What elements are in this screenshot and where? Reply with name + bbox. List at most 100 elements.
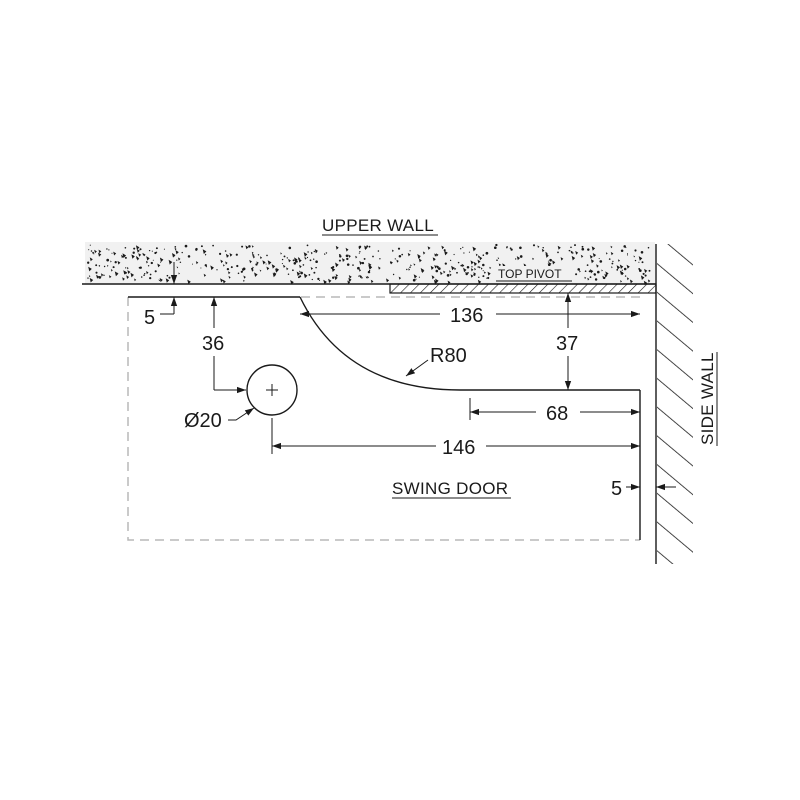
concrete-speck — [150, 261, 153, 265]
concrete-speck — [159, 257, 164, 263]
concrete-speck — [432, 257, 436, 262]
concrete-speck — [605, 252, 608, 255]
pivot-hole-circle — [246, 364, 298, 416]
concrete-speck — [413, 274, 418, 279]
concrete-speck — [235, 253, 238, 256]
concrete-speck — [87, 261, 90, 264]
concrete-speck — [560, 257, 564, 261]
dim-gap-side-label: 5 — [611, 478, 622, 500]
concrete-speck — [547, 260, 549, 262]
concrete-speck — [647, 279, 651, 283]
concrete-speck — [358, 245, 362, 248]
concrete-speck — [249, 259, 252, 264]
concrete-speck — [88, 249, 90, 251]
concrete-speck — [134, 278, 137, 282]
concrete-speck — [130, 272, 134, 278]
concrete-speck — [519, 246, 522, 250]
concrete-speck — [132, 251, 135, 254]
concrete-speck — [482, 270, 484, 272]
concrete-speck — [295, 260, 298, 263]
concrete-speck — [94, 249, 97, 254]
dim-hole-diameter-label: Ø20 — [184, 410, 222, 432]
concrete-speck — [594, 278, 598, 281]
concrete-speck — [471, 265, 473, 268]
concrete-speck — [342, 258, 345, 262]
concrete-speck — [444, 262, 447, 265]
concrete-speck — [230, 266, 233, 269]
concrete-speck — [364, 247, 366, 249]
concrete-speck — [237, 272, 240, 275]
concrete-speck — [549, 258, 552, 262]
concrete-speck — [195, 247, 198, 251]
concrete-speck — [205, 266, 208, 268]
concrete-speck — [377, 250, 380, 252]
concrete-speck — [139, 248, 142, 251]
concrete-speck — [432, 275, 434, 278]
concrete-speck — [252, 253, 255, 257]
concrete-speck — [297, 257, 301, 260]
concrete-speck — [443, 249, 446, 252]
concrete-speck — [175, 250, 179, 255]
concrete-speck — [103, 274, 105, 277]
concrete-speck — [325, 251, 328, 254]
concrete-speck — [96, 274, 100, 279]
concrete-speck — [480, 267, 483, 270]
concrete-speck — [127, 270, 131, 274]
concrete-speck — [638, 267, 641, 270]
concrete-speck — [191, 263, 194, 265]
concrete-speck — [288, 258, 291, 263]
concrete-speck — [361, 277, 363, 279]
concrete-speck — [338, 259, 341, 262]
concrete-speck — [225, 253, 230, 258]
concrete-speck — [292, 269, 294, 272]
concrete-speck — [251, 268, 254, 272]
concrete-speck — [348, 275, 352, 279]
concrete-speck — [359, 251, 361, 253]
concrete-speck — [306, 244, 309, 247]
concrete-speck — [485, 251, 489, 255]
concrete-speck — [313, 258, 315, 260]
concrete-speck — [106, 248, 108, 250]
concrete-speck — [110, 260, 112, 263]
concrete-speck — [365, 276, 368, 279]
concrete-speck — [348, 254, 351, 258]
concrete-speck — [226, 267, 230, 271]
concrete-speck — [107, 264, 109, 267]
concrete-speck — [398, 254, 402, 258]
concrete-speck — [218, 252, 222, 256]
pivot-hole — [246, 364, 298, 416]
concrete-speck — [287, 273, 290, 275]
dim-gap-top: 5 — [144, 262, 178, 329]
concrete-speck — [103, 265, 106, 268]
concrete-speck — [92, 251, 94, 254]
concrete-speck — [116, 272, 118, 274]
concrete-speck — [240, 270, 243, 273]
concrete-speck — [439, 271, 443, 276]
concrete-speck — [200, 245, 203, 248]
concrete-speck — [262, 260, 266, 265]
concrete-speck — [160, 261, 162, 263]
concrete-speck — [271, 264, 276, 269]
concrete-speck — [241, 245, 244, 248]
concrete-speck — [397, 247, 401, 250]
concrete-speck — [623, 245, 626, 248]
dim-gap-side: 5 — [611, 478, 676, 500]
concrete-speck — [112, 266, 115, 269]
concrete-speck — [463, 252, 465, 254]
concrete-speck — [394, 258, 396, 260]
concrete-speck — [364, 245, 368, 250]
concrete-speck — [309, 259, 312, 262]
concrete-speck — [358, 275, 360, 277]
concrete-speck — [463, 267, 467, 273]
concrete-speck — [281, 263, 283, 265]
concrete-speck — [465, 272, 468, 276]
concrete-speck — [575, 250, 579, 255]
concrete-speck — [557, 251, 559, 254]
concrete-speck — [181, 251, 183, 254]
concrete-speck — [605, 271, 609, 276]
concrete-speck — [389, 261, 392, 264]
concrete-speck — [435, 278, 439, 284]
concrete-speck — [358, 246, 361, 250]
concrete-speck — [449, 270, 451, 273]
